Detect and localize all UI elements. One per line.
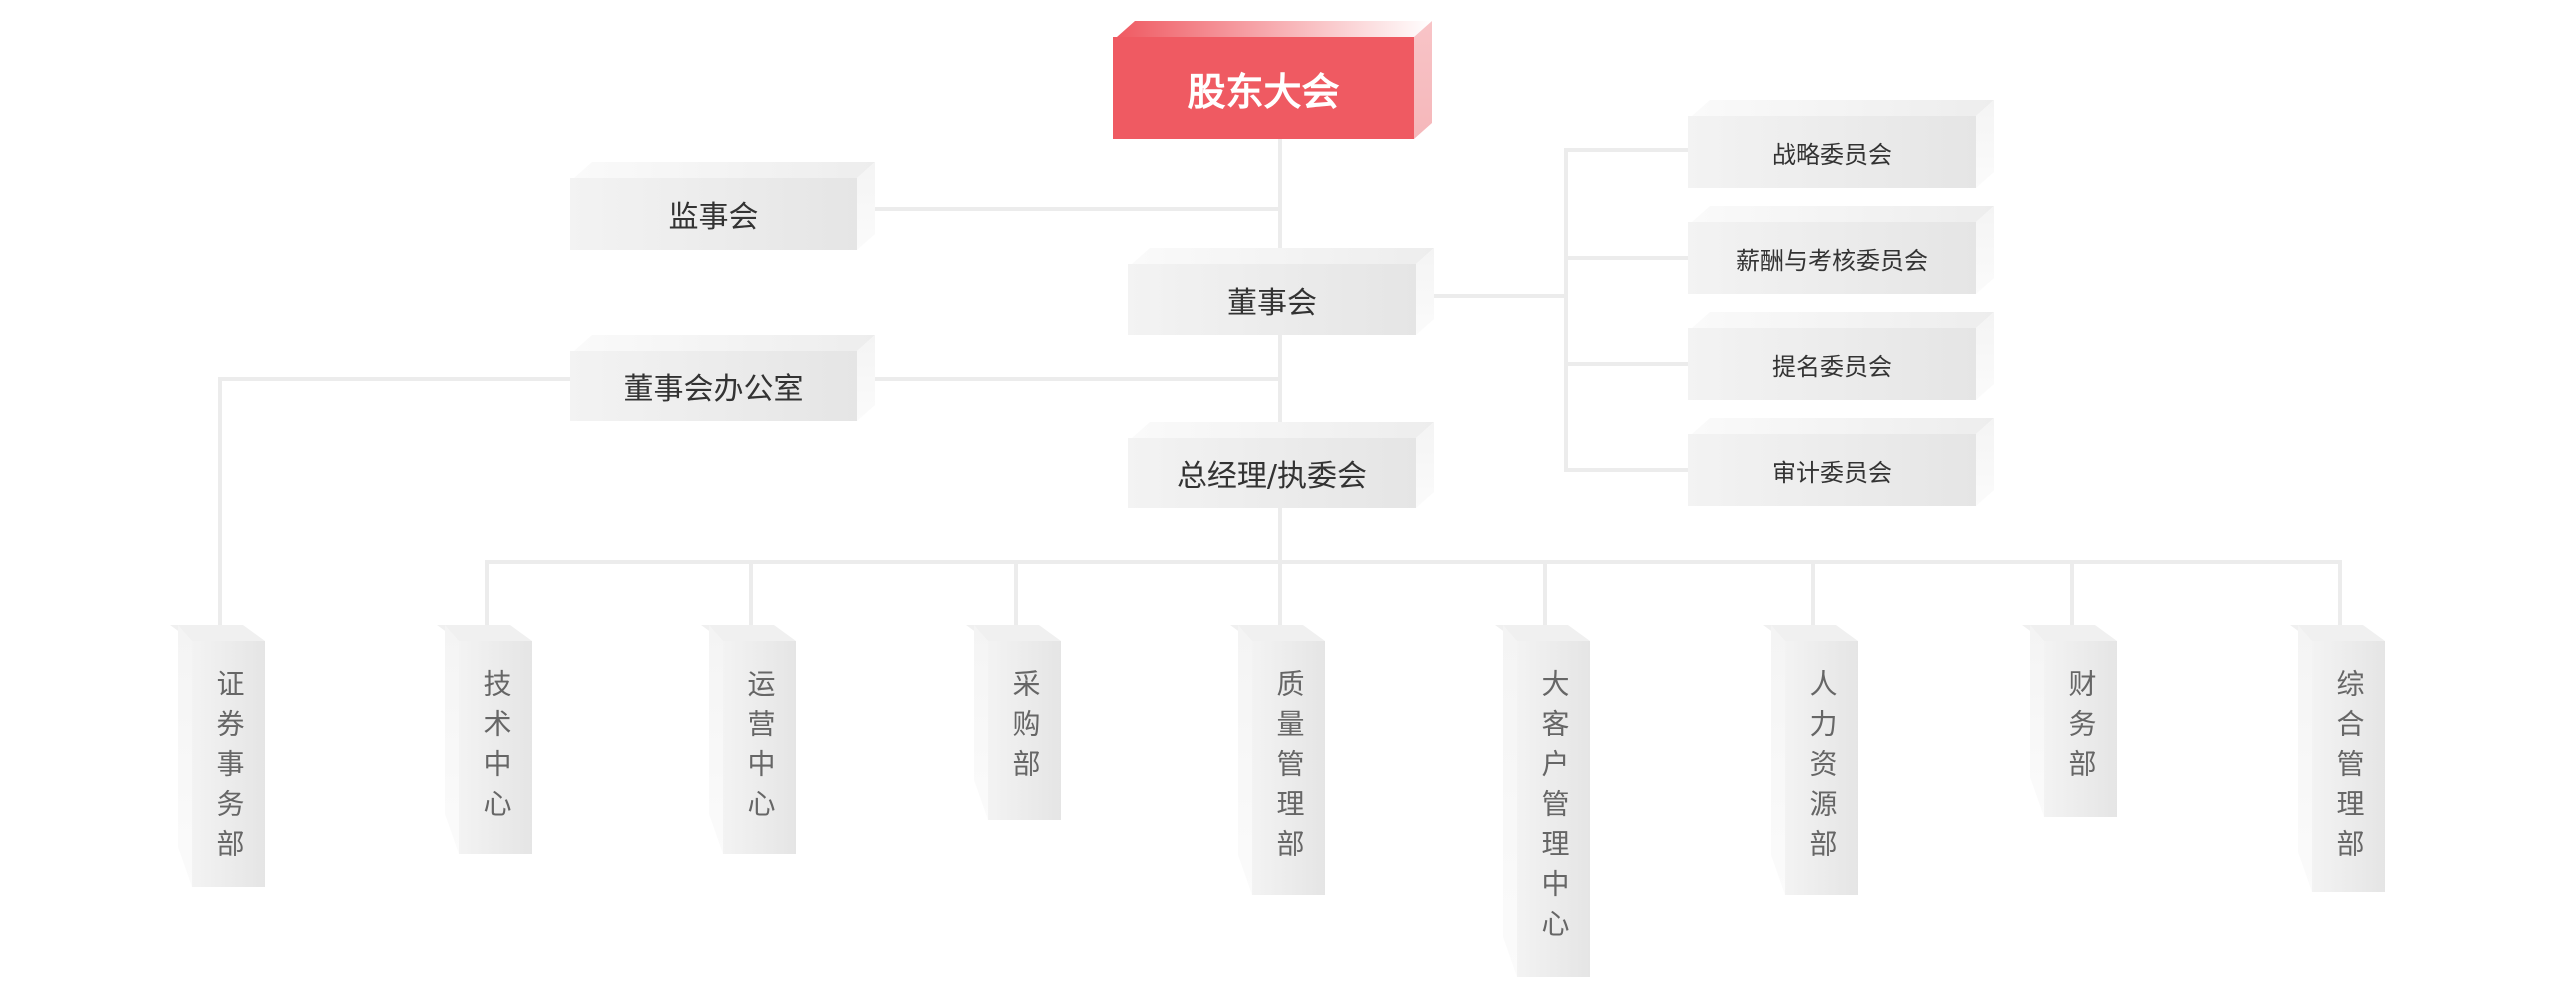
department-label: 综合管理部 <box>2332 669 2366 869</box>
connector-line <box>1564 362 1688 366</box>
supervisors-box: 监事会 <box>570 178 857 250</box>
department-box: 采购部 <box>988 641 1061 820</box>
committee-box: 薪酬与考核委员会 <box>1688 222 1976 294</box>
department-box: 运营中心 <box>723 641 796 854</box>
committee-label: 战略委员会 <box>1772 140 1892 169</box>
connector-line <box>218 377 570 381</box>
connector-line <box>1811 562 1815 625</box>
committee-box: 战略委员会 <box>1688 116 1976 188</box>
connector-line <box>218 377 222 625</box>
connector-line <box>1014 562 1018 625</box>
general-manager-label: 总经理/执委会 <box>1176 459 1368 494</box>
department-box: 质量管理部 <box>1252 641 1325 895</box>
connector-line <box>1564 468 1688 472</box>
committee-box: 审计委员会 <box>1688 434 1976 506</box>
committee-label: 薪酬与考核委员会 <box>1736 246 1928 275</box>
department-label: 采购部 <box>1008 669 1042 789</box>
department-box: 技术中心 <box>459 641 532 854</box>
department-label: 大客户管理中心 <box>1537 669 1571 949</box>
committee-box: 提名委员会 <box>1688 328 1976 400</box>
shareholders-meeting-box: 股东大会 <box>1113 37 1414 139</box>
connector-line <box>485 562 489 625</box>
connector-line <box>1543 562 1547 625</box>
connector-line <box>2338 562 2342 625</box>
connector-line <box>1434 294 1566 298</box>
board-office-label: 董事会办公室 <box>623 372 804 407</box>
directors-box: 董事会 <box>1128 264 1416 335</box>
committee-label: 审计委员会 <box>1772 458 1892 487</box>
connector-line <box>1564 256 1688 260</box>
department-label: 人力资源部 <box>1805 669 1839 869</box>
department-box: 财务部 <box>2044 641 2117 817</box>
connector-line <box>749 562 753 625</box>
department-label: 财务部 <box>2064 669 2098 789</box>
committee-label: 提名委员会 <box>1772 352 1892 381</box>
connector-line <box>1278 139 1282 625</box>
shareholders-meeting-label: 股东大会 <box>1187 69 1340 114</box>
department-box: 证券事务部 <box>192 641 265 887</box>
department-label: 运营中心 <box>743 669 777 829</box>
department-label: 证券事务部 <box>212 669 246 869</box>
department-box: 人力资源部 <box>1785 641 1858 895</box>
supervisors-label: 监事会 <box>668 200 759 235</box>
department-box: 大客户管理中心 <box>1517 641 1590 977</box>
department-label: 质量管理部 <box>1272 669 1306 869</box>
department-label: 技术中心 <box>479 669 513 829</box>
board-office-box: 董事会办公室 <box>570 351 857 421</box>
connector-line <box>485 560 2342 564</box>
department-box: 综合管理部 <box>2312 641 2385 892</box>
connector-line <box>857 377 1280 381</box>
connector-line <box>2070 562 2074 625</box>
connector-line <box>857 207 1280 211</box>
directors-label: 董事会 <box>1227 285 1317 321</box>
connector-line <box>1564 148 1688 152</box>
connector-line <box>1564 148 1568 472</box>
general-manager-box: 总经理/执委会 <box>1128 438 1416 508</box>
